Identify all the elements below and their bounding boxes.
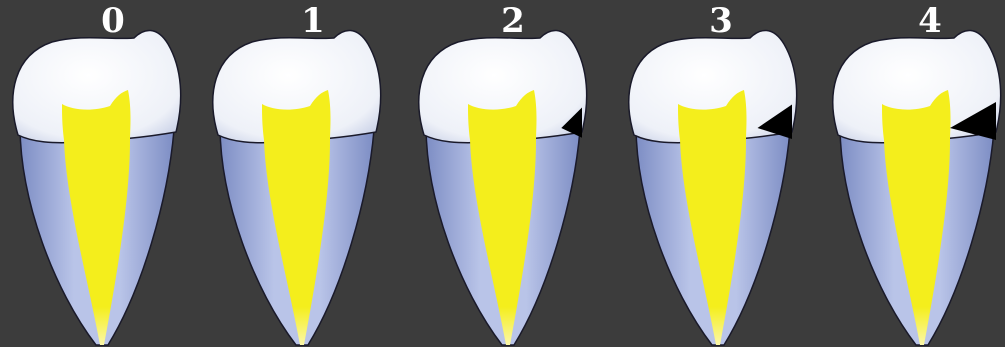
stage-label-3: 3 — [691, 2, 751, 40]
stage-label-2: 2 — [483, 2, 543, 40]
tooth-stage-0 — [13, 30, 181, 345]
stage-label-0: 0 — [83, 2, 143, 40]
tooth-stage-2 — [419, 30, 587, 345]
stage-label-1: 1 — [283, 2, 343, 40]
tooth-stage-1 — [213, 30, 381, 345]
tooth-stage-4 — [833, 30, 1001, 345]
tooth-stage-3 — [629, 30, 797, 345]
stage-label-4: 4 — [900, 2, 960, 40]
